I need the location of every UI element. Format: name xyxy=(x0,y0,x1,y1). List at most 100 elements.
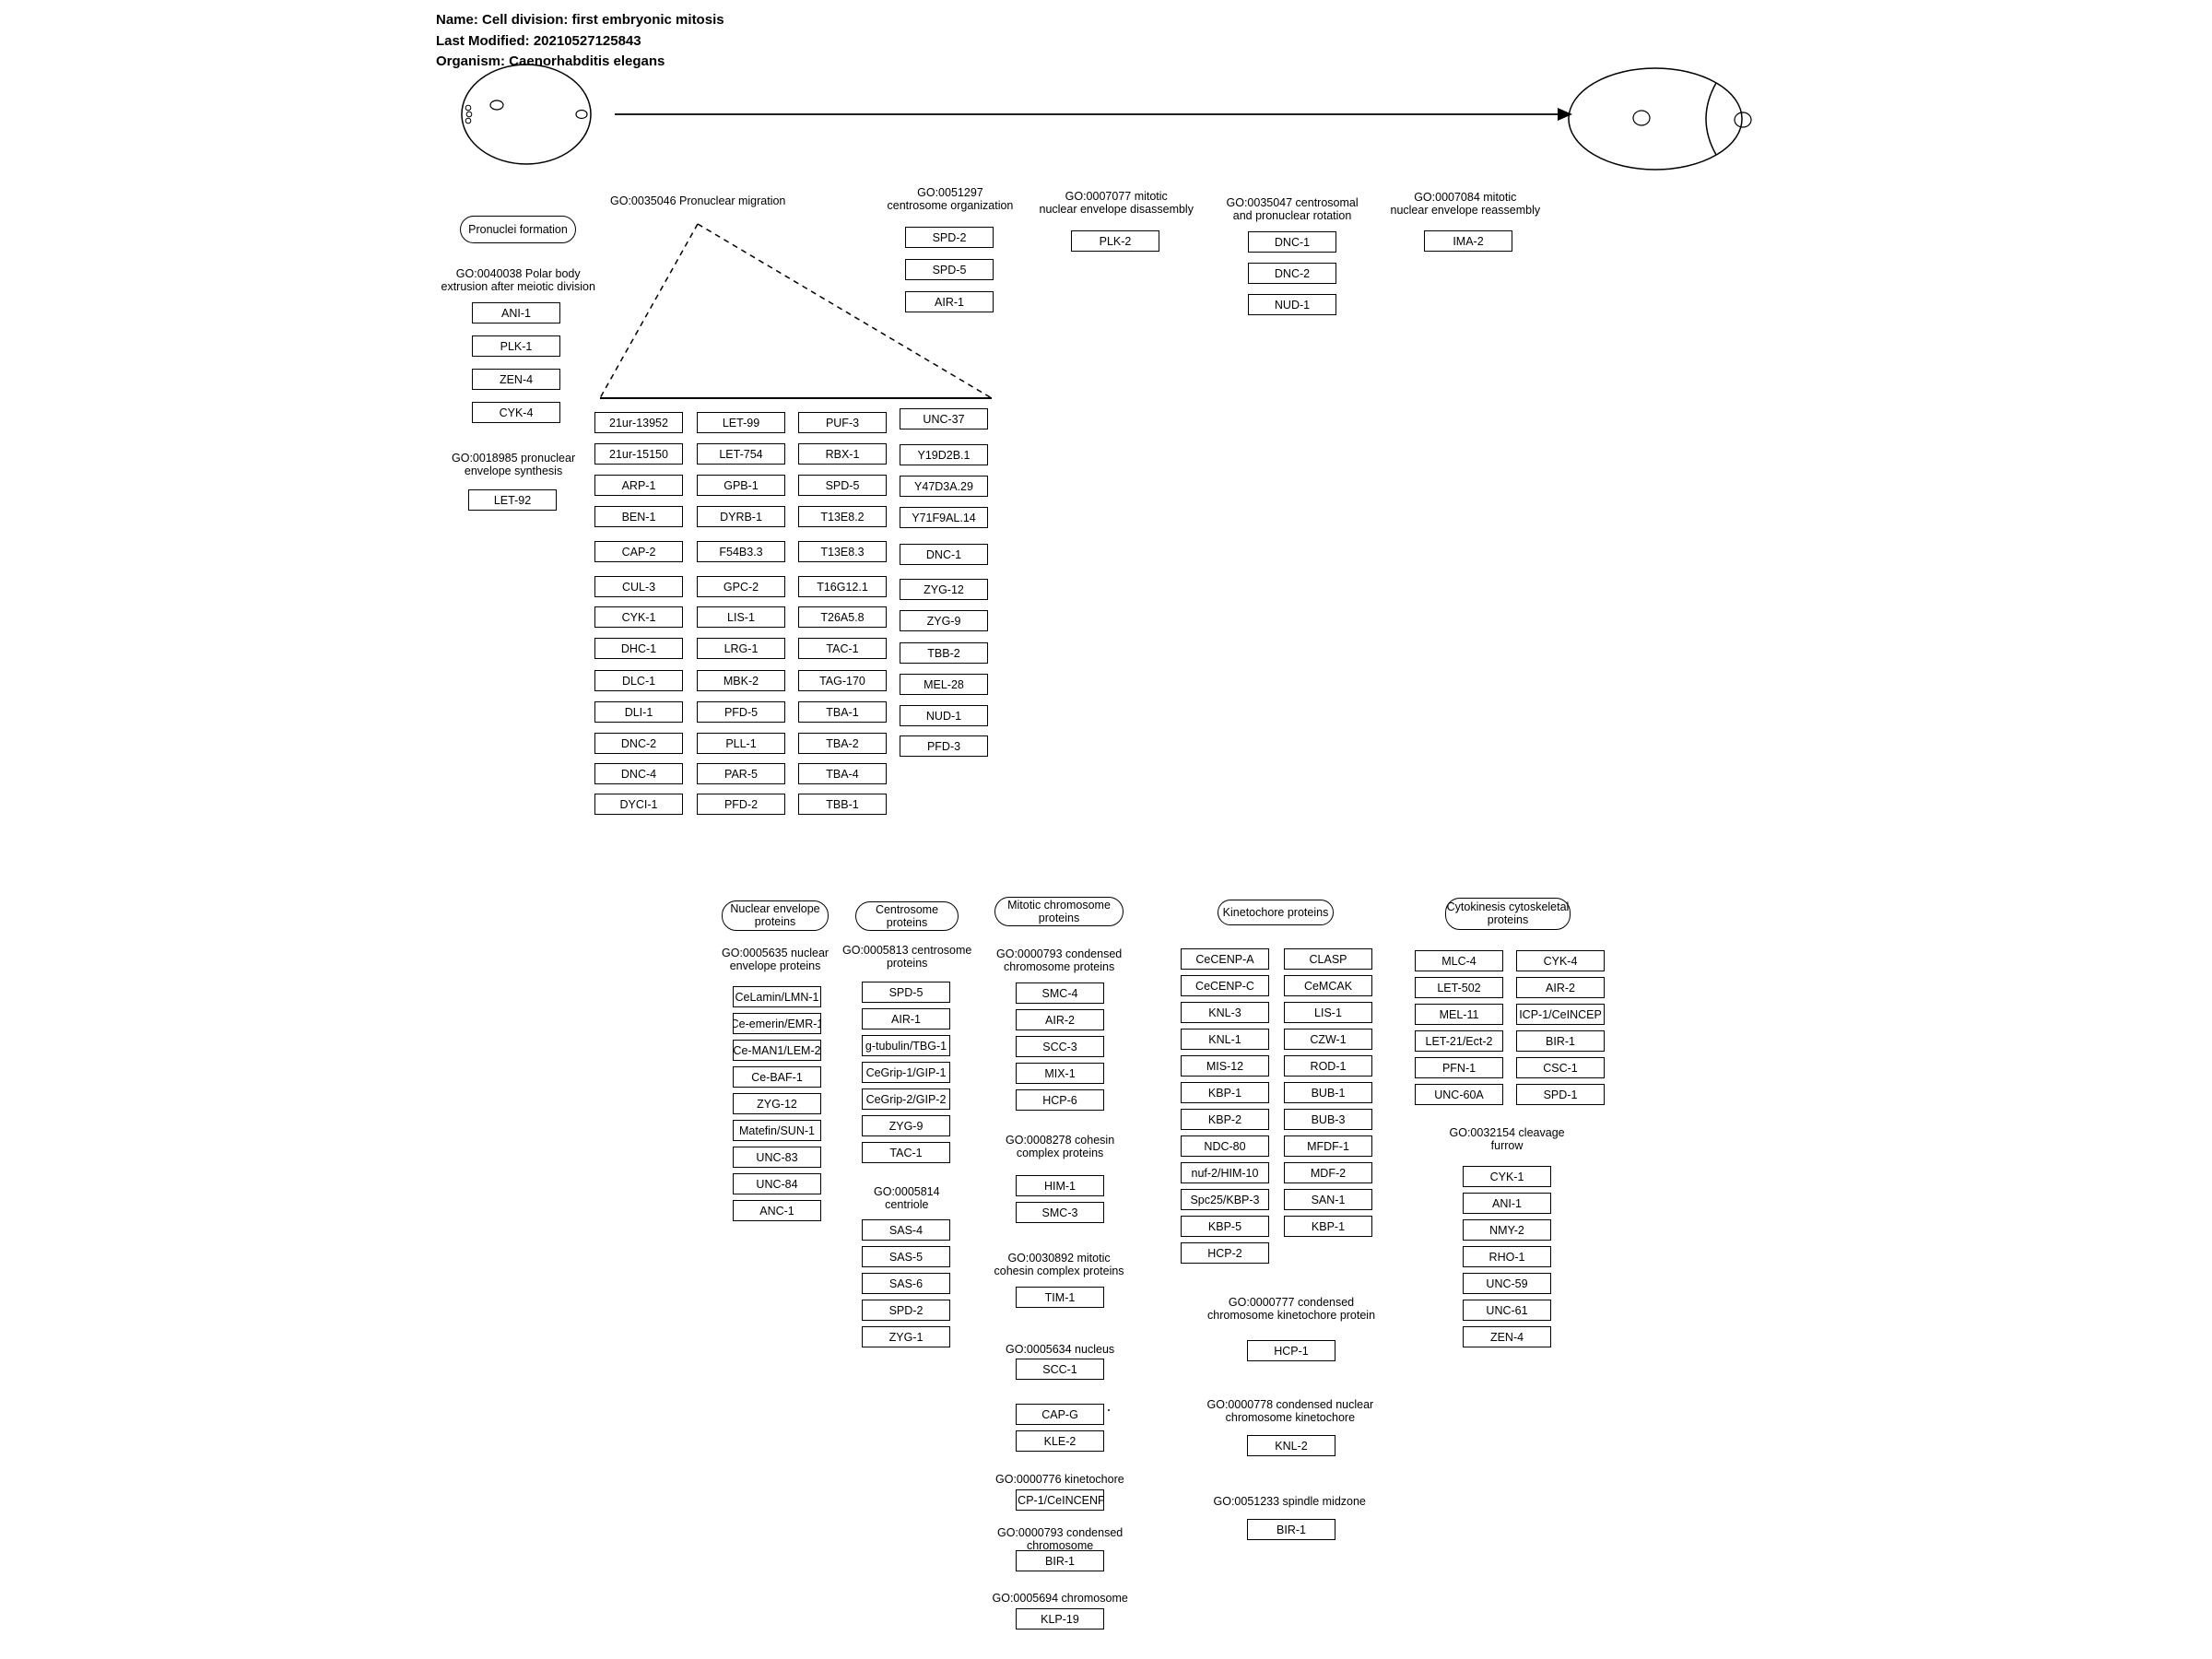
polar-body-gene-zen-4[interactable]: ZEN-4 xyxy=(472,369,560,390)
migration-gene-unc-37[interactable]: UNC-37 xyxy=(900,408,988,429)
migration-gene-mel-28[interactable]: MEL-28 xyxy=(900,674,988,695)
kinetochore-right-gene-lis-1[interactable]: LIS-1 xyxy=(1284,1002,1372,1023)
spindle-midzone-gene-bir-1[interactable]: BIR-1 xyxy=(1247,1519,1335,1540)
migration-gene-dnc-1[interactable]: DNC-1 xyxy=(900,544,988,565)
migration-gene-gpc-2[interactable]: GPC-2 xyxy=(697,576,785,597)
centriole-gene-sas-6[interactable]: SAS-6 xyxy=(862,1273,950,1294)
condensed-chromosome-gene-smc-4[interactable]: SMC-4 xyxy=(1016,982,1104,1004)
kinetochore-right-gene-clasp[interactable]: CLASP xyxy=(1284,948,1372,970)
nuclear-envelope-gene-zyg-12[interactable]: ZYG-12 xyxy=(733,1093,821,1114)
nuclear-envelope-gene-unc-83[interactable]: UNC-83 xyxy=(733,1147,821,1168)
migration-gene-y47d3a-29[interactable]: Y47D3A.29 xyxy=(900,476,988,497)
pronuclear-envelope-gene-let-92[interactable]: LET-92 xyxy=(468,489,557,511)
kinetochore-left-gene-kbp-1[interactable]: KBP-1 xyxy=(1181,1082,1269,1103)
dashed-group-gene-cap-g[interactable]: CAP-G xyxy=(1016,1404,1104,1425)
nuclear-kinetochore-gene-knl-2[interactable]: KNL-2 xyxy=(1247,1435,1335,1456)
cytokinesis-left-gene-let-502[interactable]: LET-502 xyxy=(1415,977,1503,998)
cleavage-furrow-gene-cyk-1[interactable]: CYK-1 xyxy=(1463,1166,1551,1187)
migration-gene-zyg-9[interactable]: ZYG-9 xyxy=(900,610,988,631)
cleavage-furrow-gene-unc-59[interactable]: UNC-59 xyxy=(1463,1273,1551,1294)
migration-gene-lis-1[interactable]: LIS-1 xyxy=(697,606,785,628)
kinetochore-right-gene-cemcak[interactable]: CeMCAK xyxy=(1284,975,1372,996)
migration-gene-tba-4[interactable]: TBA-4 xyxy=(798,763,887,784)
migration-gene-tbb-1[interactable]: TBB-1 xyxy=(798,794,887,815)
cleavage-furrow-gene-nmy-2[interactable]: NMY-2 xyxy=(1463,1219,1551,1241)
polar-body-gene-ani-1[interactable]: ANI-1 xyxy=(472,302,560,324)
migration-gene-ben-1[interactable]: BEN-1 xyxy=(594,506,683,527)
kinetochore-left-gene-kbp-2[interactable]: KBP-2 xyxy=(1181,1109,1269,1130)
cleavage-furrow-gene-zen-4[interactable]: ZEN-4 xyxy=(1463,1326,1551,1347)
migration-gene-f54b3-3[interactable]: F54B3.3 xyxy=(697,541,785,562)
migration-gene-tba-2[interactable]: TBA-2 xyxy=(798,733,887,754)
ne-reassembly-gene-ima-2[interactable]: IMA-2 xyxy=(1424,230,1512,252)
kinetochore-go-gene-icp-1-ceincenp[interactable]: ICP-1/CeINCENP xyxy=(1016,1489,1104,1511)
kinetochore-right-gene-kbp-1[interactable]: KBP-1 xyxy=(1284,1216,1372,1237)
centrosome-gene-spd-5[interactable]: SPD-5 xyxy=(862,982,950,1003)
kinetochore-right-gene-czw-1[interactable]: CZW-1 xyxy=(1284,1029,1372,1050)
kinetochore-right-gene-bub-1[interactable]: BUB-1 xyxy=(1284,1082,1372,1103)
kinetochore-right-gene-bub-3[interactable]: BUB-3 xyxy=(1284,1109,1372,1130)
migration-gene-pll-1[interactable]: PLL-1 xyxy=(697,733,785,754)
cleavage-furrow-gene-ani-1[interactable]: ANI-1 xyxy=(1463,1193,1551,1214)
cytokinesis-left-gene-mlc-4[interactable]: MLC-4 xyxy=(1415,950,1503,971)
nuclear-envelope-gene-celamin-lmn-1[interactable]: CeLamin/LMN-1 xyxy=(733,986,821,1007)
kinetochore-right-gene-mfdf-1[interactable]: MFDF-1 xyxy=(1284,1135,1372,1157)
cytokinesis-right-gene-spd-1[interactable]: SPD-1 xyxy=(1516,1084,1605,1105)
kinetochore-left-gene-knl-3[interactable]: KNL-3 xyxy=(1181,1002,1269,1023)
migration-gene-dyrb-1[interactable]: DYRB-1 xyxy=(697,506,785,527)
migration-gene-t26a5-8[interactable]: T26A5.8 xyxy=(798,606,887,628)
migration-gene-let-99[interactable]: LET-99 xyxy=(697,412,785,433)
centrosome-gene-zyg-9[interactable]: ZYG-9 xyxy=(862,1115,950,1136)
migration-gene-cap-2[interactable]: CAP-2 xyxy=(594,541,683,562)
centrosome-gene-cegrip-1-gip-1[interactable]: CeGrip-1/GIP-1 xyxy=(862,1062,950,1083)
migration-gene-21ur-15150[interactable]: 21ur-15150 xyxy=(594,443,683,465)
kinetochore-left-gene-nuf-2-him-10[interactable]: nuf-2/HIM-10 xyxy=(1181,1162,1269,1183)
migration-gene-t13e8-3[interactable]: T13E8.3 xyxy=(798,541,887,562)
kinetochore-left-gene-ndc-80[interactable]: NDC-80 xyxy=(1181,1135,1269,1157)
nuclear-envelope-gene-ce-man1-lem-2[interactable]: Ce-MAN1/LEM-2 xyxy=(733,1040,821,1061)
nuclear-envelope-gene-matefin-sun-1[interactable]: Matefin/SUN-1 xyxy=(733,1120,821,1141)
condensed-chromosome-go-gene-bir-1[interactable]: BIR-1 xyxy=(1016,1550,1104,1571)
nucleus-gene-scc-1[interactable]: SCC-1 xyxy=(1016,1359,1104,1380)
cohesin-gene-smc-3[interactable]: SMC-3 xyxy=(1016,1202,1104,1223)
ne-disassembly-gene-plk-2[interactable]: PLK-2 xyxy=(1071,230,1159,252)
kinetochore-left-gene-knl-1[interactable]: KNL-1 xyxy=(1181,1029,1269,1050)
migration-gene-t16g12-1[interactable]: T16G12.1 xyxy=(798,576,887,597)
migration-gene-nud-1[interactable]: NUD-1 xyxy=(900,705,988,726)
rotation-gene-dnc-1[interactable]: DNC-1 xyxy=(1248,231,1336,253)
chromosome-go-gene-klp-19[interactable]: KLP-19 xyxy=(1016,1608,1104,1630)
rotation-gene-dnc-2[interactable]: DNC-2 xyxy=(1248,263,1336,284)
mitotic-cohesin-gene-tim-1[interactable]: TIM-1 xyxy=(1016,1287,1104,1308)
dashed-group-gene-kle-2[interactable]: KLE-2 xyxy=(1016,1430,1104,1452)
nuclear-envelope-gene-ce-emerin-emr-1[interactable]: Ce-emerin/EMR-1 xyxy=(733,1013,821,1034)
condensed-chromosome-gene-scc-3[interactable]: SCC-3 xyxy=(1016,1036,1104,1057)
cleavage-furrow-gene-unc-61[interactable]: UNC-61 xyxy=(1463,1300,1551,1321)
condensed-chromosome-gene-air-2[interactable]: AIR-2 xyxy=(1016,1009,1104,1030)
migration-gene-mbk-2[interactable]: MBK-2 xyxy=(697,670,785,691)
migration-gene-cyk-1[interactable]: CYK-1 xyxy=(594,606,683,628)
cytokinesis-right-gene-icp-1-ceincep[interactable]: ICP-1/CeINCEP xyxy=(1516,1004,1605,1025)
cytokinesis-left-gene-let-21-ect-2[interactable]: LET-21/Ect-2 xyxy=(1415,1030,1503,1052)
centrosome-organization-gene-air-1[interactable]: AIR-1 xyxy=(905,291,994,312)
cytokinesis-left-gene-mel-11[interactable]: MEL-11 xyxy=(1415,1004,1503,1025)
migration-gene-cul-3[interactable]: CUL-3 xyxy=(594,576,683,597)
migration-gene-let-754[interactable]: LET-754 xyxy=(697,443,785,465)
migration-gene-pfd-5[interactable]: PFD-5 xyxy=(697,701,785,723)
nuclear-envelope-gene-ce-baf-1[interactable]: Ce-BAF-1 xyxy=(733,1066,821,1088)
migration-gene-lrg-1[interactable]: LRG-1 xyxy=(697,638,785,659)
migration-gene-zyg-12[interactable]: ZYG-12 xyxy=(900,579,988,600)
migration-gene-spd-5[interactable]: SPD-5 xyxy=(798,475,887,496)
migration-gene-dnc-2[interactable]: DNC-2 xyxy=(594,733,683,754)
cytokinesis-left-gene-pfn-1[interactable]: PFN-1 xyxy=(1415,1057,1503,1078)
kinetochore-right-gene-rod-1[interactable]: ROD-1 xyxy=(1284,1055,1372,1077)
nuclear-envelope-gene-anc-1[interactable]: ANC-1 xyxy=(733,1200,821,1221)
migration-gene-arp-1[interactable]: ARP-1 xyxy=(594,475,683,496)
migration-gene-dyci-1[interactable]: DYCI-1 xyxy=(594,794,683,815)
kinetochore-left-gene-mis-12[interactable]: MIS-12 xyxy=(1181,1055,1269,1077)
migration-gene-pfd-3[interactable]: PFD-3 xyxy=(900,735,988,757)
migration-gene-par-5[interactable]: PAR-5 xyxy=(697,763,785,784)
centriole-gene-spd-2[interactable]: SPD-2 xyxy=(862,1300,950,1321)
migration-gene-t13e8-2[interactable]: T13E8.2 xyxy=(798,506,887,527)
